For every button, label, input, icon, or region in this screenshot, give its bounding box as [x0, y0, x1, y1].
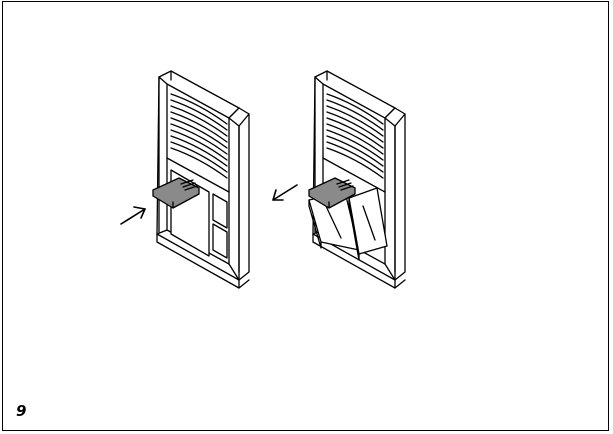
- left-speaker-grille: [170, 93, 228, 179]
- right-button-panel-open: [308, 187, 388, 261]
- left-key-card: [152, 177, 200, 209]
- right-speaker-grille: [326, 93, 384, 179]
- figure-number: 9: [16, 402, 27, 420]
- right-key-card: [308, 177, 356, 209]
- arrow-down-left-icon: [272, 184, 298, 201]
- left-intercom-unit: [152, 70, 250, 289]
- right-intercom-unit: [308, 70, 406, 289]
- arrow-up-right-icon: [120, 206, 146, 225]
- intercom-illustration: [120, 70, 406, 289]
